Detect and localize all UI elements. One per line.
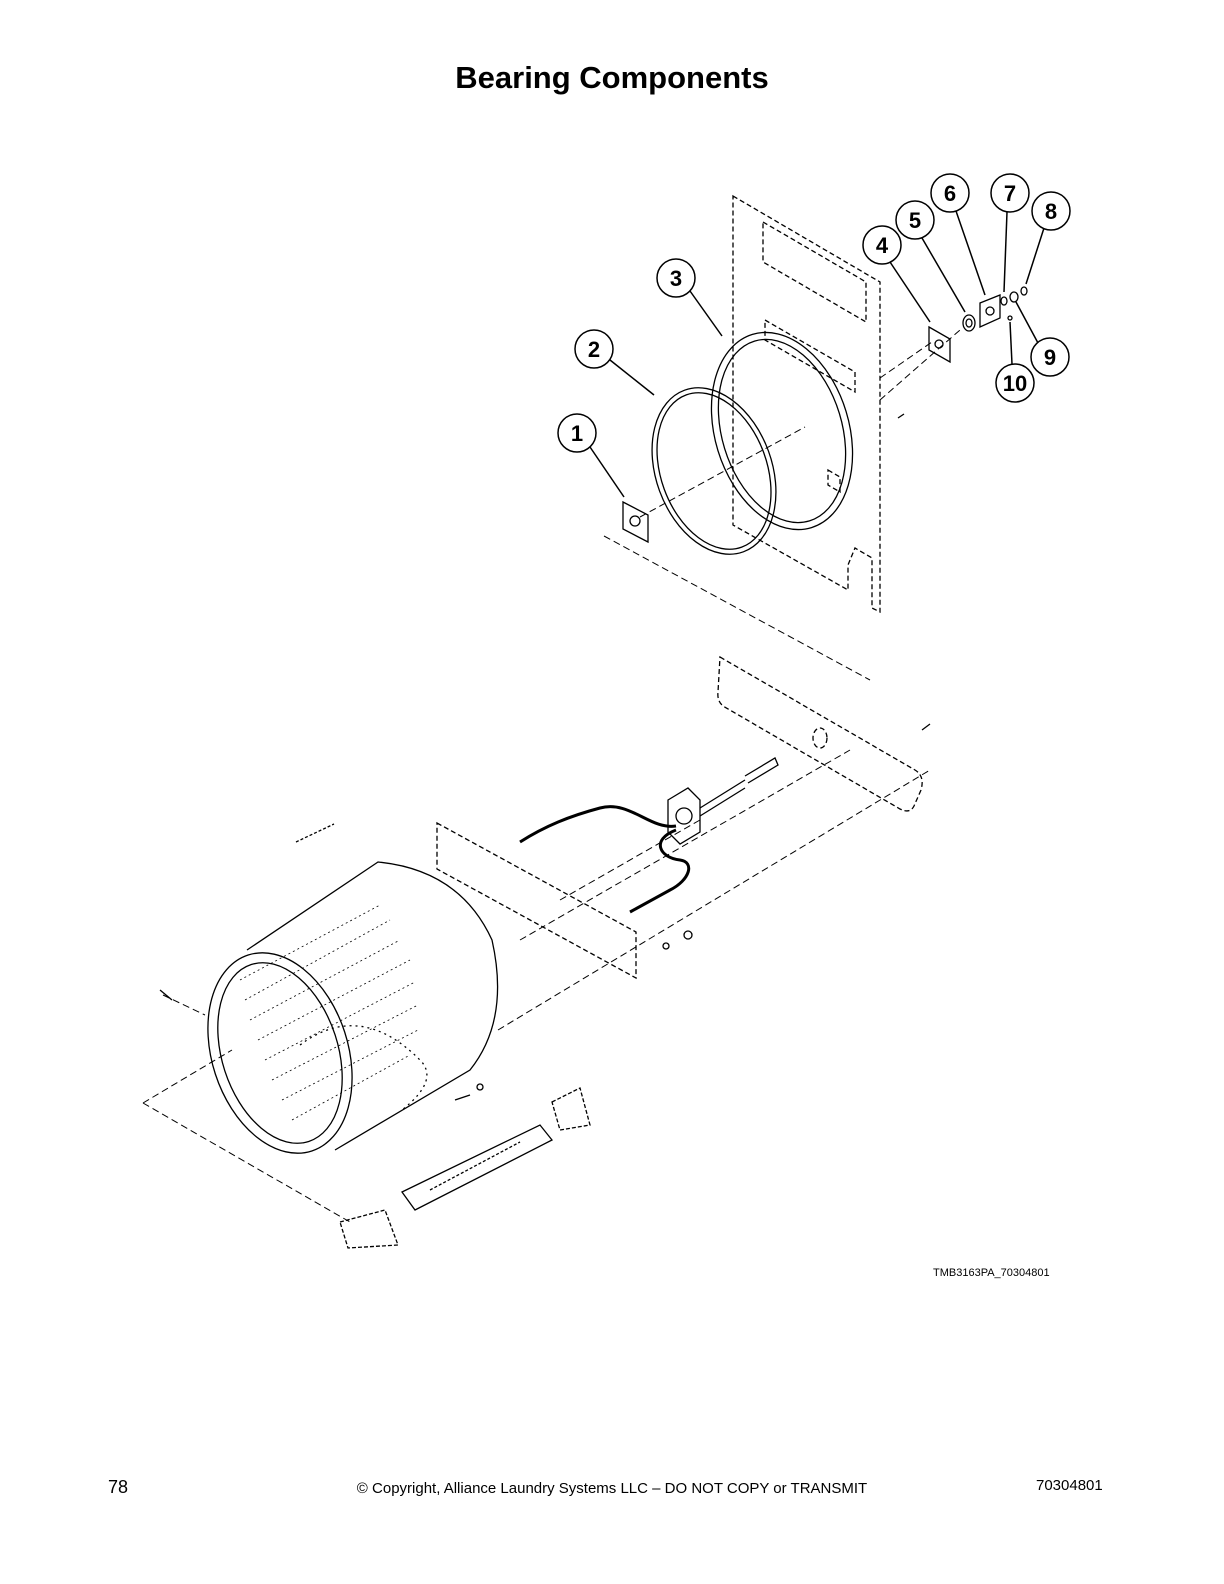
seal-ring: [651, 387, 777, 555]
page-number: 78: [108, 1477, 129, 1497]
callout-1: 1: [557, 413, 625, 498]
back-panel-strip: [717, 655, 923, 812]
bearing-plate-front: [622, 500, 649, 544]
callouts: 1 2 3 4 5 6 7: [557, 173, 1071, 498]
svg-text:7: 7: [1004, 181, 1016, 206]
drum-baffle: [339, 1087, 591, 1249]
washer-drum: [207, 861, 499, 1154]
callout-7: 7: [990, 173, 1030, 293]
callout-6: 6: [930, 173, 986, 296]
svg-text:3: 3: [670, 266, 682, 291]
assembly-lines-lower: [142, 749, 931, 1223]
document-number: 70304801: [1036, 1477, 1103, 1494]
figure-code: TMB3163PA_70304801: [933, 1267, 1050, 1279]
sensor-cables: [519, 805, 691, 914]
page-title: Bearing Components: [455, 60, 769, 95]
callout-2: 2: [574, 329, 655, 396]
assembly-lines-upper: [603, 329, 961, 681]
callout-4: 4: [862, 225, 931, 323]
callout-5: 5: [895, 200, 966, 313]
gasket-ring-large: [710, 331, 854, 531]
svg-text:2: 2: [588, 337, 600, 362]
svg-text:6: 6: [944, 181, 956, 206]
bearing-plate-rear: [928, 325, 951, 364]
rear-panel: [732, 194, 881, 614]
svg-text:10: 10: [1003, 371, 1027, 396]
callout-10: 10: [995, 321, 1035, 403]
callout-3: 3: [656, 258, 723, 337]
fasteners: [159, 823, 693, 1101]
svg-text:9: 9: [1044, 345, 1056, 370]
drive-shaft: [667, 723, 931, 845]
callout-9: 9: [1015, 301, 1070, 377]
callout-8: 8: [1025, 191, 1071, 285]
bearing-hardware: [897, 286, 1028, 419]
svg-text:5: 5: [909, 208, 921, 233]
copyright-notice: © Copyright, Alliance Laundry Systems LL…: [356, 1480, 868, 1497]
svg-text:8: 8: [1045, 199, 1057, 224]
svg-text:4: 4: [876, 233, 889, 258]
svg-text:1: 1: [571, 421, 583, 446]
drum-perforations: [239, 904, 419, 1121]
front-panel-strip: [436, 821, 637, 980]
